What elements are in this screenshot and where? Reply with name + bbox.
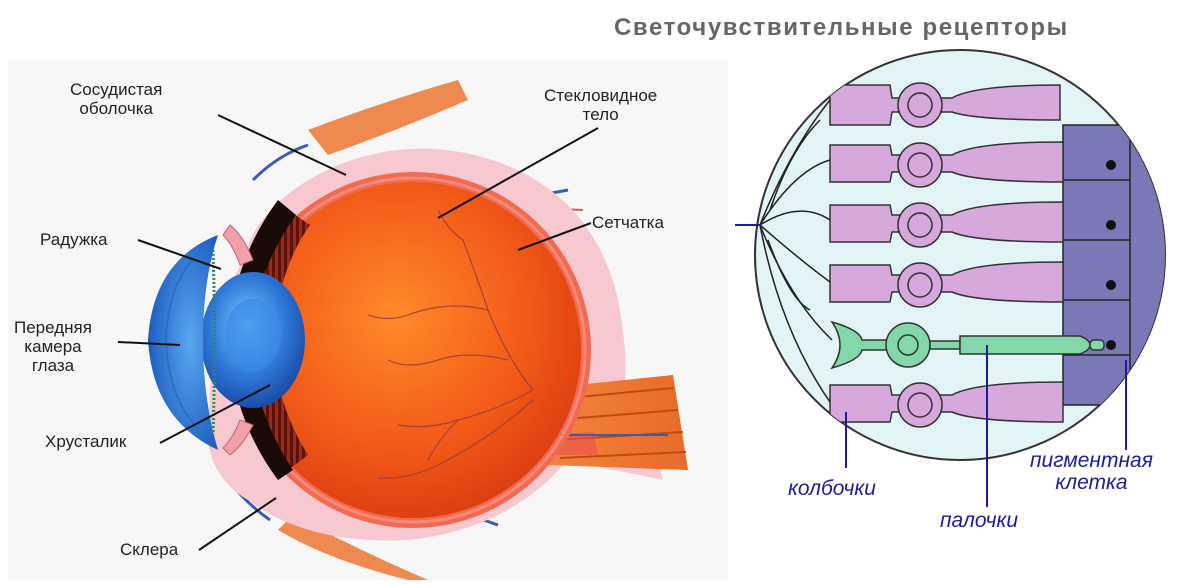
pigment-layer — [1063, 125, 1193, 405]
label-pigment-cell: пигментная клетка — [1030, 450, 1153, 494]
label-cones: колбочки — [788, 478, 876, 500]
label-rods: палочки — [940, 510, 1018, 532]
